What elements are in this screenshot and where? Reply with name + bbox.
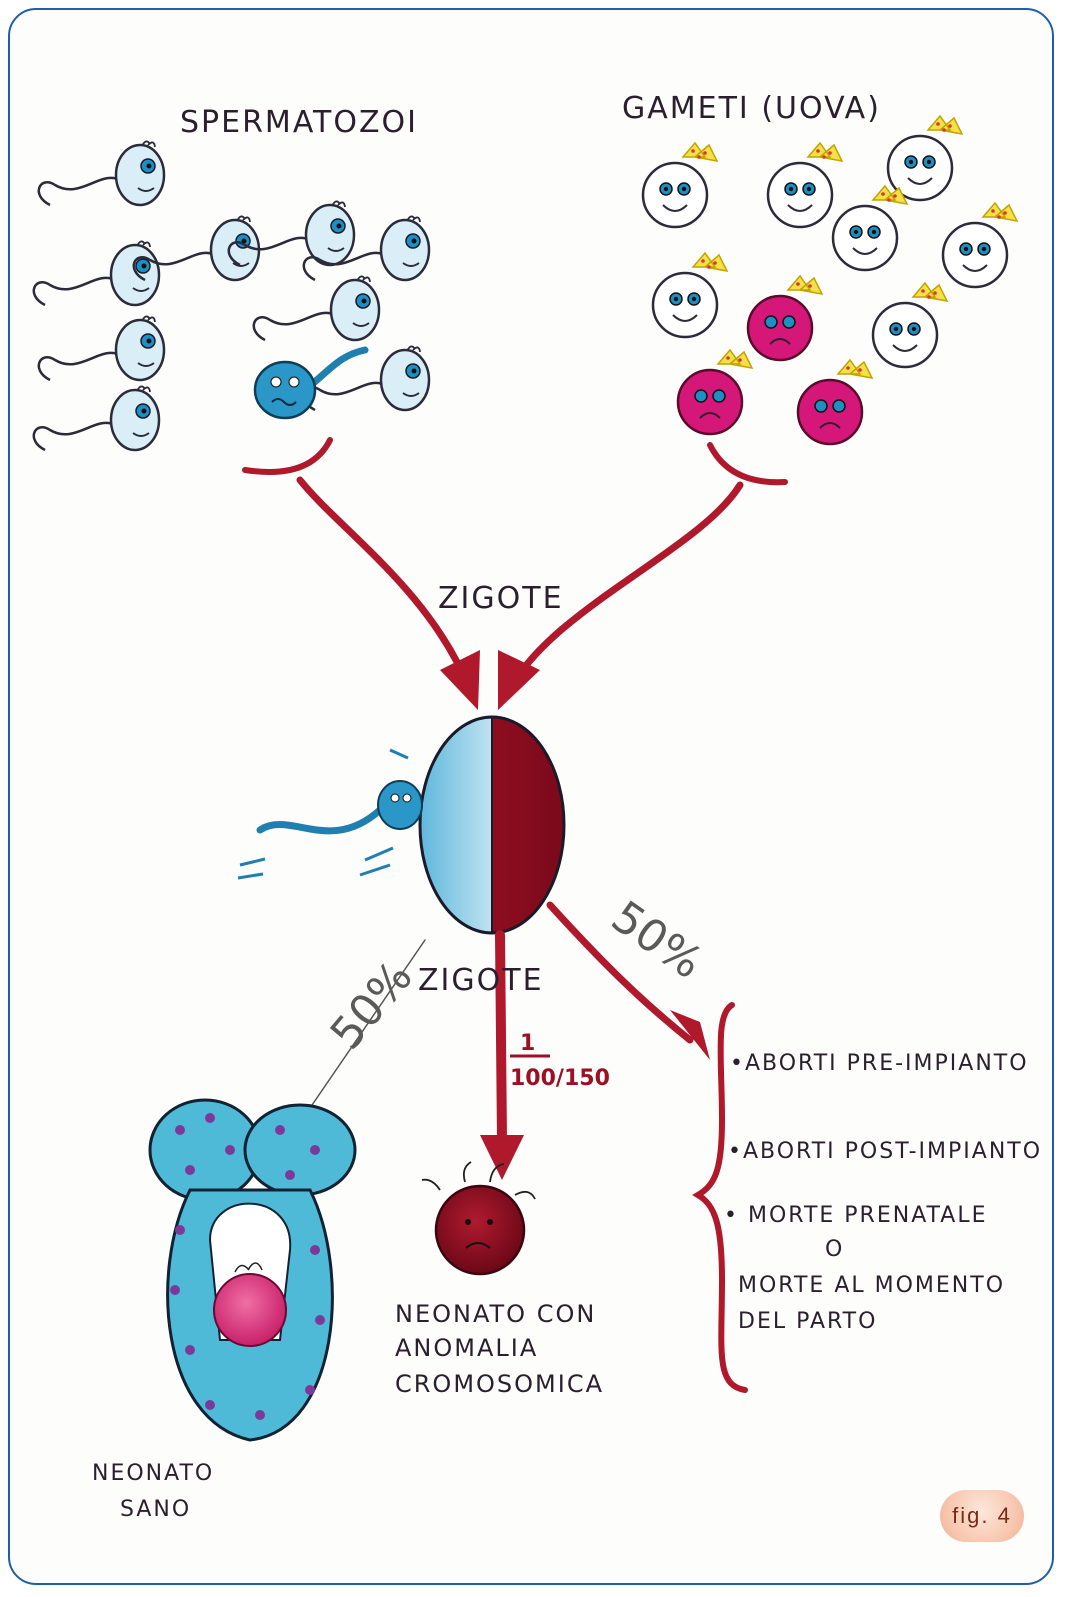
outcome-prenatal-death: • MORTE PRENATALE bbox=[724, 1203, 987, 1228]
diagram-canvas: SPERMATOZOI GAMETI (UOVA) bbox=[10, 10, 1054, 1585]
fraction-numerator: 1 bbox=[520, 1031, 535, 1056]
sperm-cluster bbox=[34, 141, 429, 450]
zygote-top-label: ZIGOTE bbox=[438, 581, 564, 616]
egg-cell bbox=[833, 186, 907, 270]
anomaly-label-line3: CROMOSOMICA bbox=[395, 1370, 604, 1398]
zygote-mid-label: ZIGOTE bbox=[418, 963, 544, 998]
egg-cell bbox=[653, 253, 727, 337]
anomaly-label-line2: ANOMALIA bbox=[395, 1334, 538, 1362]
abnormal-egg bbox=[678, 350, 752, 434]
gametes-label: GAMETI (UOVA) bbox=[622, 91, 881, 126]
sperm-cell bbox=[34, 241, 159, 305]
figure-frame: SPERMATOZOI GAMETI (UOVA) bbox=[8, 8, 1054, 1585]
zygote bbox=[238, 717, 564, 933]
anomaly-label-line1: NEONATO CON bbox=[395, 1300, 596, 1328]
sperm-cell bbox=[34, 386, 159, 450]
egg-cell bbox=[943, 203, 1017, 287]
sperm-cell bbox=[39, 141, 164, 205]
converging-arrows bbox=[245, 440, 785, 690]
pct-left-label: 50% bbox=[321, 952, 423, 1060]
figure-number-badge: fig. 4 bbox=[940, 1490, 1024, 1542]
egg-cell bbox=[643, 143, 717, 227]
arrow-head-right-branch bbox=[670, 1010, 710, 1060]
anomaly-newborn bbox=[422, 1162, 535, 1274]
outcome-or: O bbox=[825, 1237, 844, 1262]
egg-cluster bbox=[643, 116, 1017, 444]
egg-cell bbox=[768, 143, 842, 227]
arrow-head-left bbox=[440, 650, 480, 710]
healthy-label-line1: NEONATO bbox=[92, 1461, 214, 1486]
abnormal-egg bbox=[798, 360, 872, 444]
sperm-cell bbox=[39, 316, 164, 380]
healthy-label-line2: SANO bbox=[120, 1497, 191, 1522]
outcome-birth-death-line2: DEL PARTO bbox=[738, 1309, 877, 1334]
abnormal-egg bbox=[748, 276, 822, 360]
sperm-cell bbox=[254, 276, 379, 340]
arrow-head-down bbox=[480, 1135, 524, 1180]
egg-cell bbox=[873, 283, 947, 367]
sperm-label: SPERMATOZOI bbox=[180, 105, 418, 140]
outcome-birth-death-line1: MORTE AL MOMENTO bbox=[738, 1273, 1005, 1298]
fraction-denominator: 100/150 bbox=[510, 1066, 610, 1091]
outcome-preimplant: •ABORTI PRE-IMPIANTO bbox=[730, 1051, 1029, 1076]
healthy-newborn bbox=[150, 1100, 355, 1440]
outcome-postimplant: •ABORTI POST-IMPIANTO bbox=[728, 1139, 1042, 1164]
